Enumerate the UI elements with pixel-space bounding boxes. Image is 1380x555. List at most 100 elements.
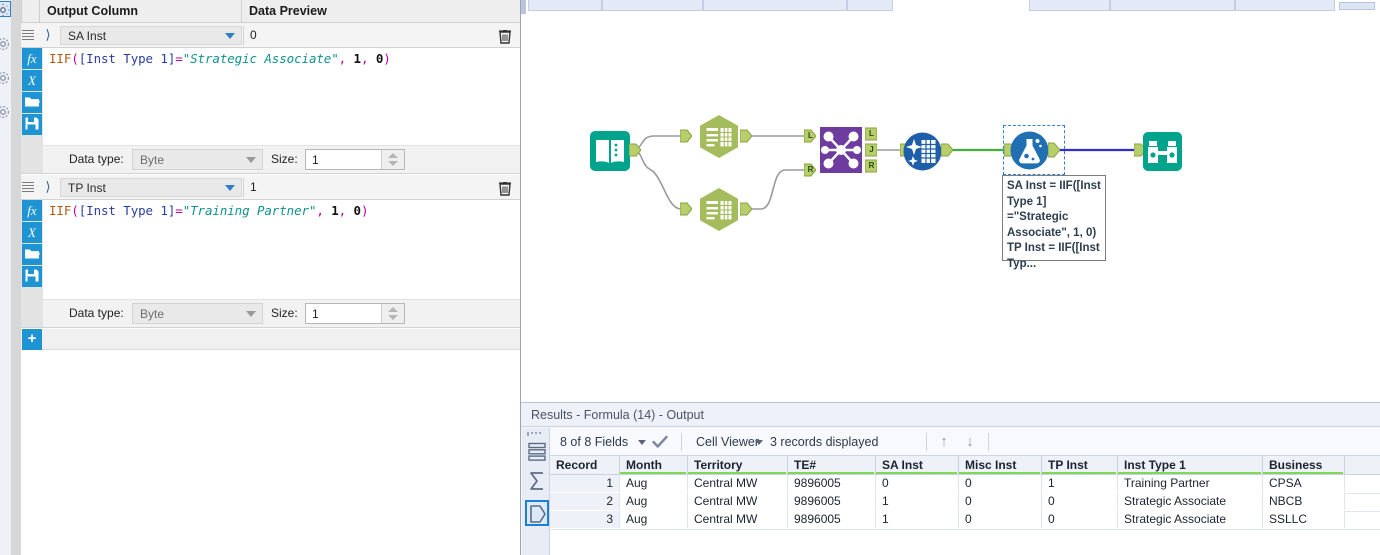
function-fx-icon[interactable]: fx — [22, 48, 42, 69]
drag-handle-icon[interactable] — [22, 30, 34, 40]
join-left-input-anchor[interactable] — [804, 129, 816, 143]
size-stepper-2[interactable] — [381, 304, 404, 323]
cleanse-output-anchor[interactable] — [941, 143, 953, 157]
results-grid[interactable]: Record Month Territory TE# SA Inst Misc … — [550, 456, 1380, 555]
formula-tool-tooltip: SA Inst = IIF([Inst Type 1] ="Strategic … — [1002, 175, 1106, 270]
chevron-down-icon — [225, 185, 235, 191]
select-tool-top[interactable] — [697, 115, 741, 158]
column-header-record[interactable]: Record — [550, 456, 620, 474]
table-row[interactable]: 2 Aug Central MW 9896005 1 0 0 Strategic… — [550, 493, 1380, 512]
size-input-1[interactable]: 1 — [305, 149, 405, 170]
column-header-territory[interactable]: Territory — [688, 456, 788, 474]
select-bottom-input-anchor[interactable] — [680, 202, 692, 216]
fields-count-label[interactable]: 8 of 8 Fields — [560, 435, 629, 449]
gear-icon-2[interactable] — [0, 36, 11, 52]
data-type-select-1[interactable]: Byte — [132, 149, 263, 170]
workflow-canvas[interactable]: L R L J R — [521, 14, 1380, 402]
gear-icon-3[interactable] — [0, 70, 11, 86]
drag-handle-icon[interactable] — [22, 182, 34, 192]
size-stepper-1[interactable] — [381, 150, 404, 169]
type-rule — [1118, 472, 1261, 474]
label: Misc Inst — [965, 458, 1017, 472]
cell-tp-inst: 0 — [1042, 493, 1118, 510]
metadata-view-button[interactable] — [525, 500, 549, 526]
collapse-chevron-icon[interactable]: ⟩ — [45, 179, 51, 194]
formula-output-anchor[interactable] — [1048, 142, 1060, 158]
table-row[interactable]: 3 Aug Central MW 9896005 1 0 0 Strategic… — [550, 511, 1380, 530]
join-right-input-anchor[interactable] — [804, 163, 816, 177]
variable-x-icon[interactable]: X — [22, 222, 42, 243]
results-grid-header: Record Month Territory TE# SA Inst Misc … — [550, 456, 1380, 475]
label: Territory — [694, 458, 743, 472]
fields-chevron-down-icon[interactable] — [638, 440, 646, 445]
function-fx-icon[interactable]: fx — [22, 200, 42, 221]
output-column-select-1[interactable]: SA Inst — [60, 26, 242, 45]
ribbon-group-1[interactable] — [528, 0, 703, 11]
open-folder-icon[interactable] — [22, 244, 42, 265]
save-disk-icon[interactable] — [22, 266, 42, 287]
records-view-button[interactable] — [525, 439, 549, 465]
cell-viewer-label[interactable]: Cell Viewer — [696, 435, 759, 449]
formula-expression-1[interactable]: IIF([Inst Type 1]="Strategic Associate",… — [49, 51, 391, 66]
open-folder-icon[interactable] — [22, 92, 42, 113]
column-header-misc-inst[interactable]: Misc Inst — [959, 456, 1042, 474]
trash-icon[interactable] — [496, 179, 514, 197]
formula-row-2-tools: fx X — [21, 200, 43, 327]
add-formula-button[interactable]: + — [22, 329, 42, 350]
viewer-chevron-down-icon[interactable] — [755, 440, 763, 445]
browse-tool[interactable] — [1143, 132, 1182, 171]
cell-month: Aug — [620, 493, 688, 510]
trash-icon[interactable] — [496, 27, 514, 45]
join-tool[interactable] — [818, 124, 864, 176]
cell-tp-inst: 1 — [1042, 475, 1118, 492]
join-right-output-anchor[interactable] — [865, 159, 877, 173]
data-preview-value-1: 0 — [243, 26, 488, 45]
output-column-select-2[interactable]: TP Inst — [60, 178, 242, 197]
column-header-sa-inst[interactable]: SA Inst — [876, 456, 959, 474]
select-tool-bottom[interactable] — [697, 188, 741, 231]
workflow-connections — [629, 135, 1136, 210]
checkmark-icon[interactable] — [652, 428, 670, 456]
save-disk-icon[interactable] — [22, 114, 42, 135]
tooltip-line-4: Associate", 1, 0) — [1007, 226, 1097, 239]
cell-month: Aug — [620, 475, 688, 492]
data-type-select-2[interactable]: Byte — [132, 303, 263, 324]
select-top-input-anchor[interactable] — [680, 129, 692, 143]
ribbon-button[interactable] — [1339, 2, 1375, 10]
ribbon-group-3[interactable] — [1029, 0, 1110, 11]
input-data-output-anchor[interactable] — [629, 143, 641, 157]
cell-te: 9896005 — [788, 511, 876, 528]
data-cleansing-tool[interactable] — [903, 132, 942, 171]
gear-icon-4[interactable] — [0, 104, 11, 120]
ribbon-group-4[interactable] — [1110, 0, 1235, 11]
column-header-te[interactable]: TE# — [788, 456, 876, 474]
size-input-2[interactable]: 1 — [305, 303, 405, 324]
summary-view-button[interactable] — [525, 468, 549, 494]
collapse-chevron-icon[interactable]: ⟩ — [45, 27, 51, 42]
select-bottom-output-anchor[interactable] — [740, 202, 752, 216]
ribbon-group-5[interactable] — [1235, 0, 1335, 11]
join-left-output-anchor[interactable] — [865, 127, 877, 141]
chevron-down-icon — [225, 33, 235, 39]
scroll-up-icon[interactable]: ↑ — [940, 433, 948, 450]
scroll-down-icon[interactable]: ↓ — [966, 433, 974, 450]
variable-x-icon[interactable]: X — [22, 70, 42, 91]
label: Business — [1269, 458, 1323, 472]
select-top-output-anchor[interactable] — [740, 129, 752, 143]
formula-tool[interactable] — [1010, 131, 1049, 170]
column-header-business[interactable]: Business — [1263, 456, 1345, 474]
gear-icon[interactable] — [0, 2, 11, 18]
ribbon-group-2[interactable] — [703, 0, 893, 11]
formula-expression-2[interactable]: IIF([Inst Type 1]="Training Partner", 1,… — [49, 203, 369, 218]
column-header-tp-inst[interactable]: TP Inst — [1042, 456, 1118, 474]
rail-drag-dots[interactable] — [527, 432, 545, 437]
formula-row-2-datatype-row: Data type: Byte Size: 1 — [43, 299, 520, 327]
data-type-label-2: Data type: — [69, 306, 124, 320]
column-header-inst-type-1[interactable]: Inst Type 1 — [1118, 456, 1263, 474]
input-data-tool[interactable] — [590, 131, 630, 171]
cell-inst-type-1: Training Partner — [1118, 475, 1263, 492]
join-join-output-anchor[interactable] — [865, 143, 877, 157]
column-header-month[interactable]: Month — [620, 456, 688, 474]
table-row[interactable]: 1 Aug Central MW 9896005 0 0 1 Training … — [550, 475, 1380, 494]
